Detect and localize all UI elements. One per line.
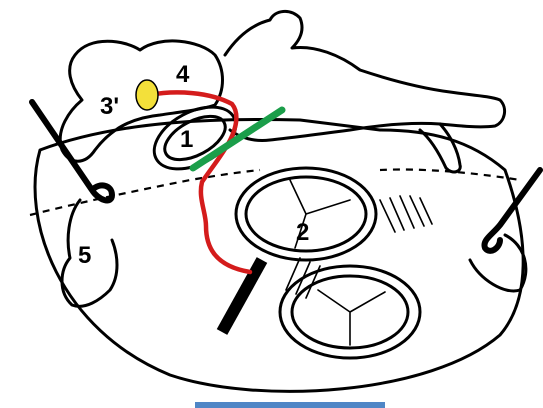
dashed-boundary-left: [30, 170, 260, 215]
red-path: [150, 92, 250, 272]
lower-valve-leaflets: [318, 290, 385, 345]
label-3-prime: 3': [100, 93, 119, 120]
label-4: 4: [176, 61, 190, 88]
bottom-strip: [195, 402, 385, 408]
label-1: 1: [180, 126, 193, 153]
dashed-boundary-right: [380, 169, 520, 180]
label-5: 5: [78, 242, 91, 269]
label-2: 2: [296, 219, 309, 246]
yellow-marker: [136, 80, 158, 110]
structure-1-inner: [158, 107, 232, 168]
valve-hatching: [286, 196, 432, 298]
vessel-branch-outline: [420, 124, 460, 172]
